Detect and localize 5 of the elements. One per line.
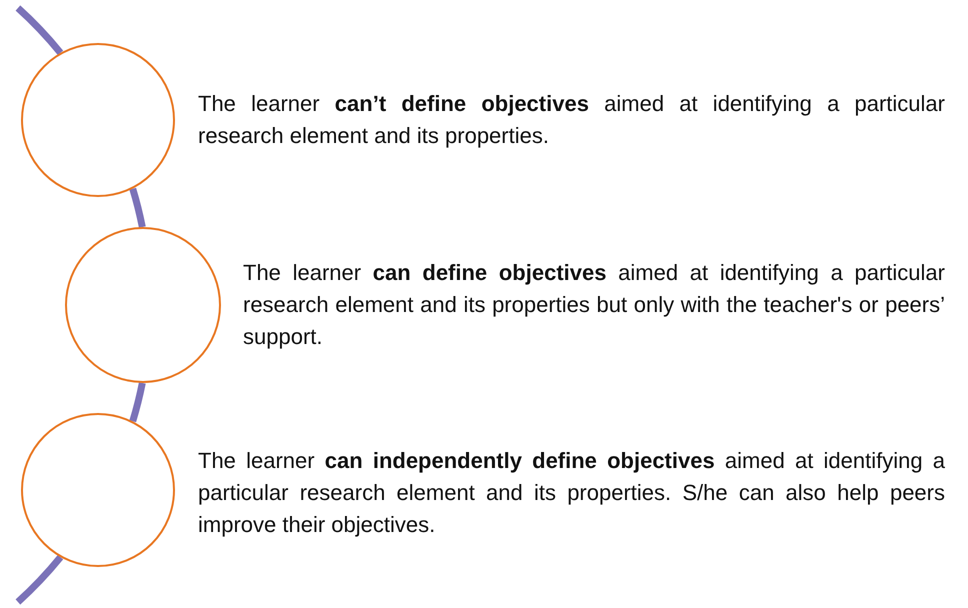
description-text: The learner can independently define objectives aimed at identifying a particular research element and its properties. S/he can also help peers improve their objectives. xyxy=(198,447,945,539)
description-text: The learner can’t define objectives aimed at identifying a particular research element and its properties. xyxy=(198,90,945,150)
connector-line xyxy=(129,188,146,228)
connector-line xyxy=(129,382,146,422)
description-text: The learner can define objectives aimed at identifying a particular research element and its properties but only with the teacher's or peers’ support. xyxy=(243,259,945,351)
